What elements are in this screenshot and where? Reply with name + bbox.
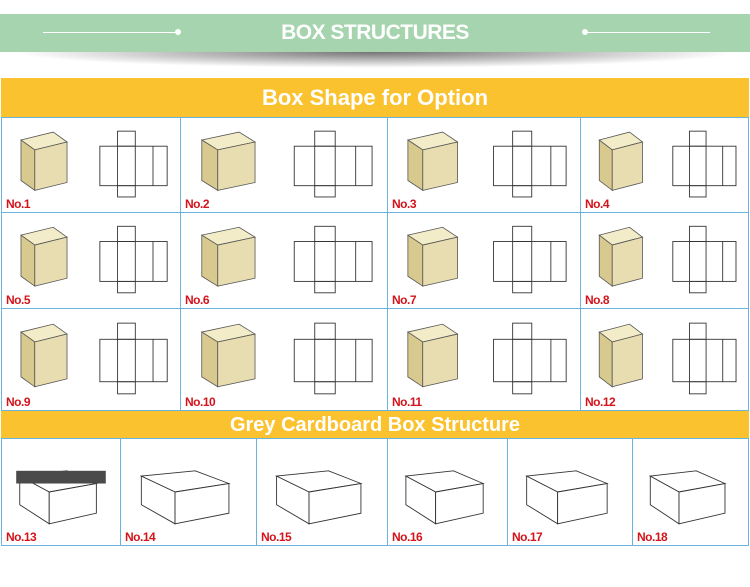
box-option-no-2: No.2	[181, 118, 388, 213]
option-number-label: No.10	[185, 395, 216, 409]
box-option-no-14: No.14	[121, 439, 257, 546]
box-illustration	[20, 130, 168, 198]
box-illustration	[598, 322, 737, 395]
option-number-label: No.14	[125, 530, 156, 544]
box-option-no-8: No.8	[581, 213, 749, 309]
box-option-no-3: No.3	[388, 118, 581, 213]
decor-dot-left	[175, 29, 181, 35]
box-illustration	[200, 130, 373, 198]
section-header-box-shape: Box Shape for Option	[1, 78, 749, 118]
banner-shadow	[10, 52, 740, 68]
option-number-label: No.11	[392, 395, 422, 409]
decor-dot-right	[582, 29, 588, 35]
option-number-label: No.16	[392, 530, 423, 544]
box-option-no-16: No.16	[388, 439, 508, 546]
box-illustration	[200, 322, 373, 395]
box-option-no-5: No.5	[2, 213, 181, 309]
grey-box-illustration	[404, 470, 485, 525]
box-option-no-13: No.13	[2, 439, 121, 546]
option-number-label: No.18	[637, 530, 668, 544]
box-option-no-1: No.1	[2, 118, 181, 213]
box-shape-grid: No.1 No.2 No.3 No.4 No.5 No.6 No.7 No.8	[1, 117, 749, 412]
decor-line-left	[43, 32, 178, 33]
option-number-label: No.13	[6, 530, 37, 544]
section-title: Grey Cardboard Box Structure	[229, 413, 521, 436]
grey-box-illustration	[139, 470, 231, 525]
box-option-no-11: No.11	[388, 309, 581, 411]
box-option-no-15: No.15	[257, 439, 388, 546]
box-illustration	[598, 130, 737, 198]
option-number-label: No.6	[185, 293, 210, 307]
box-illustration	[598, 225, 737, 294]
option-number-label: No.12	[585, 395, 616, 409]
section-title: Box Shape for Option	[261, 85, 489, 110]
option-number-label: No.4	[585, 197, 610, 211]
grey-box-illustration	[525, 470, 609, 525]
title-banner: BOX STRUCTURES	[0, 14, 750, 52]
decor-line-right	[585, 32, 710, 33]
box-illustration	[20, 225, 168, 294]
option-number-label: No.7	[392, 293, 417, 307]
box-option-no-9: No.9	[2, 309, 181, 411]
grey-box-illustration	[16, 470, 106, 525]
option-number-label: No.3	[392, 197, 417, 211]
page-title: BOX STRUCTURES	[281, 21, 469, 44]
option-number-label: No.1	[6, 197, 31, 211]
option-number-label: No.15	[261, 530, 292, 544]
option-number-label: No.8	[585, 293, 610, 307]
box-option-no-17: No.17	[508, 439, 633, 546]
box-option-no-12: No.12	[581, 309, 749, 411]
box-option-no-7: No.7	[388, 213, 581, 309]
grey-box-illustration	[274, 470, 363, 525]
box-illustration	[20, 322, 168, 395]
box-illustration	[406, 130, 567, 198]
option-number-label: No.9	[6, 395, 31, 409]
option-number-label: No.17	[512, 530, 543, 544]
grey-box-illustration	[648, 470, 727, 525]
box-illustration	[200, 225, 373, 294]
section-header-grey-cardboard: Grey Cardboard Box Structure	[1, 411, 749, 439]
box-option-no-18: No.18	[633, 439, 749, 546]
option-number-label: No.2	[185, 197, 210, 211]
box-illustration	[406, 225, 567, 294]
box-option-no-6: No.6	[181, 213, 388, 309]
option-number-label: No.5	[6, 293, 31, 307]
box-option-no-4: No.4	[581, 118, 749, 213]
box-illustration	[406, 322, 567, 395]
grey-cardboard-grid: No.13 No.14 No.15 No.16 No.17 No.18	[1, 438, 749, 546]
box-option-no-10: No.10	[181, 309, 388, 411]
